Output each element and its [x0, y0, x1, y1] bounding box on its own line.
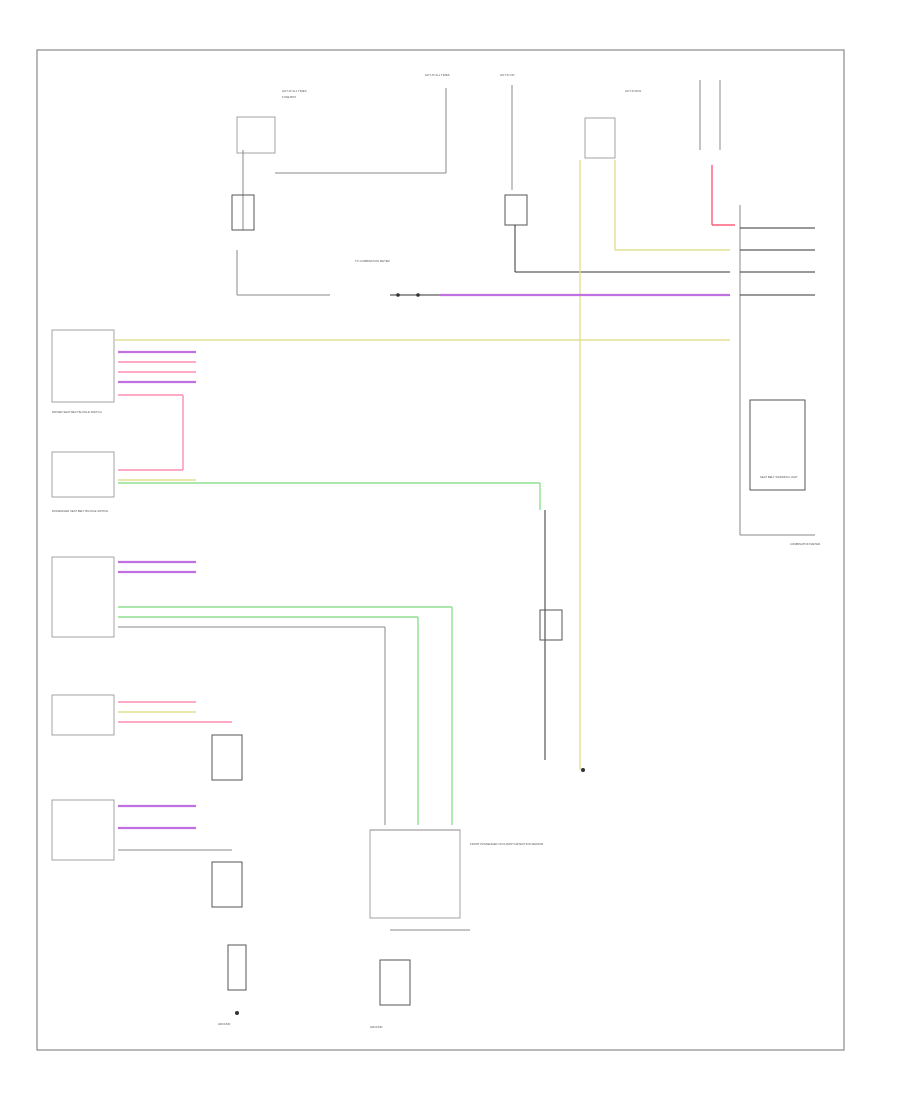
- driver-seat-label: DRIVER SEAT BELT BUCKLE SWITCH: [52, 410, 102, 414]
- connector-top-center: HOT AT ALL TIMES HOT IN ON: [425, 73, 730, 273]
- combination-meter-label: COMBINATION METER: [790, 542, 820, 546]
- connector-top-left: HOT AT ALL TIMES FUSE BOX: [231, 88, 447, 296]
- connector-top-right: [699, 80, 735, 226]
- diagram-frame: [36, 49, 845, 1051]
- center-switch-column: [539, 510, 585, 772]
- ground-label-1: GROUND: [218, 1022, 230, 1026]
- crossing-wire: TO COMBINATION METER: [355, 259, 730, 297]
- left-block-4: [51, 694, 243, 781]
- occupant-sensor-label: FRONT PASSENGER OCCUPANT DETECTION SENSO…: [470, 842, 543, 846]
- connector-passenger: HOT IN RUN: [579, 89, 730, 770]
- passenger-label: PASSENGER SEAT BELT BUCKLE SWITCH: [52, 509, 108, 513]
- svg-text:FUSE BOX: FUSE BOX: [282, 95, 296, 99]
- occupant-sensor: FRONT PASSENGER OCCUPANT DETECTION SENSO…: [369, 829, 543, 1029]
- left-block-3: [51, 556, 453, 825]
- left-block-5: GROUND: [51, 799, 247, 1026]
- combination-meter-block: COMBINATION METER SEAT BELT WARNING LIGH…: [739, 205, 820, 546]
- top-label-3: HOT IN RUN: [625, 89, 641, 93]
- top-label-1: HOT AT ALL TIMES: [425, 73, 450, 77]
- left-block-1: DRIVER SEAT BELT BUCKLE SWITCH: [51, 329, 196, 470]
- crossing-label: TO COMBINATION METER: [355, 259, 390, 263]
- svg-text:HOT AT ALL TIMES: HOT AT ALL TIMES: [282, 89, 307, 93]
- left-block-2: PASSENGER SEAT BELT BUCKLE SWITCH: [51, 451, 541, 513]
- top-label-2: HOT IN ON: [500, 73, 514, 77]
- seat-belt-light-label: SEAT BELT WARNING LIGHT: [760, 475, 798, 479]
- ground-label-2: GROUND: [370, 1025, 382, 1029]
